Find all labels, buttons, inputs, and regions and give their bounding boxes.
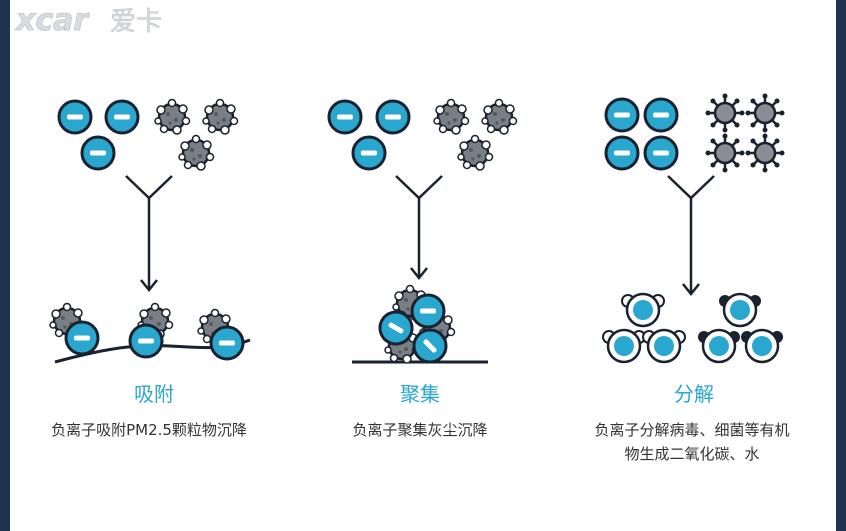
negative-ion (64, 320, 100, 356)
water-molecules (601, 292, 687, 364)
water-molecule (641, 328, 687, 364)
svg-text:xcar: xcar (14, 3, 90, 36)
xcar-watermark-logo: xcar 爱卡 (14, 3, 162, 36)
negative-ion (128, 323, 164, 359)
inputs-particles (153, 98, 239, 172)
virus-icon (744, 92, 786, 134)
dust-particle (456, 134, 494, 172)
description-line: 负离子聚集灰尘沉降 (352, 421, 488, 439)
merge-arrow (395, 175, 443, 281)
title-aggregation: 聚集 (400, 382, 440, 406)
virus-icon (744, 132, 786, 174)
title-decomposition: 分解 (674, 382, 714, 406)
negative-ion (604, 97, 640, 133)
negative-ion (209, 325, 245, 361)
description-aggregation: 负离子聚集灰尘沉降 (290, 418, 550, 442)
pm25-particle (201, 98, 239, 136)
diagram-panel (10, 0, 836, 531)
negative-ion (57, 99, 93, 135)
adsorbed-pairs (48, 302, 245, 361)
inputs-ions (327, 99, 411, 171)
column-adsorption (48, 98, 251, 364)
svg-text:爱卡: 爱卡 (110, 7, 162, 36)
negative-ion (80, 135, 116, 171)
virus-icon (704, 92, 746, 134)
column-decomposition (601, 92, 786, 364)
co2-molecule (739, 328, 785, 364)
right-frame-border (836, 0, 846, 531)
water-molecule (620, 292, 666, 328)
negative-ion (351, 135, 387, 171)
title-adsorption: 吸附 (134, 382, 174, 406)
negative-ion (643, 135, 679, 171)
description-line: 物生成二氧化碳、水 (624, 445, 760, 463)
negative-ion (104, 99, 140, 135)
water-molecule (601, 328, 647, 364)
left-frame-border (0, 0, 10, 531)
co2-molecules (696, 292, 785, 364)
negative-ion (410, 293, 446, 329)
virus-icon (704, 132, 746, 174)
inputs-ions (604, 97, 679, 171)
co2-molecule (717, 292, 763, 328)
aggregated-cluster (372, 284, 456, 371)
description-adsorption: 负离子吸附PM2.5颗粒物沉降 (19, 418, 279, 442)
description-line: 负离子吸附PM2.5颗粒物沉降 (51, 421, 247, 439)
dust-particle (432, 98, 470, 136)
description-line: 负离子分解病毒、细菌等有机 (594, 421, 790, 439)
description-decomposition: 负离子分解病毒、细菌等有机 物生成二氧化碳、水 (562, 418, 822, 466)
negative-ion (327, 99, 363, 135)
inputs-viruses (704, 92, 786, 174)
negative-ion (375, 99, 411, 135)
pm25-particle (177, 134, 215, 172)
negative-ion (604, 135, 640, 171)
negative-ion (643, 97, 679, 133)
pm25-particle (153, 98, 191, 136)
column-aggregation (327, 98, 518, 371)
co2-molecule (696, 328, 742, 364)
merge-arrow (125, 175, 173, 293)
dust-particle (480, 98, 518, 136)
inputs-ions (57, 99, 140, 171)
inputs-particles (432, 98, 518, 172)
merge-arrow (667, 175, 715, 297)
